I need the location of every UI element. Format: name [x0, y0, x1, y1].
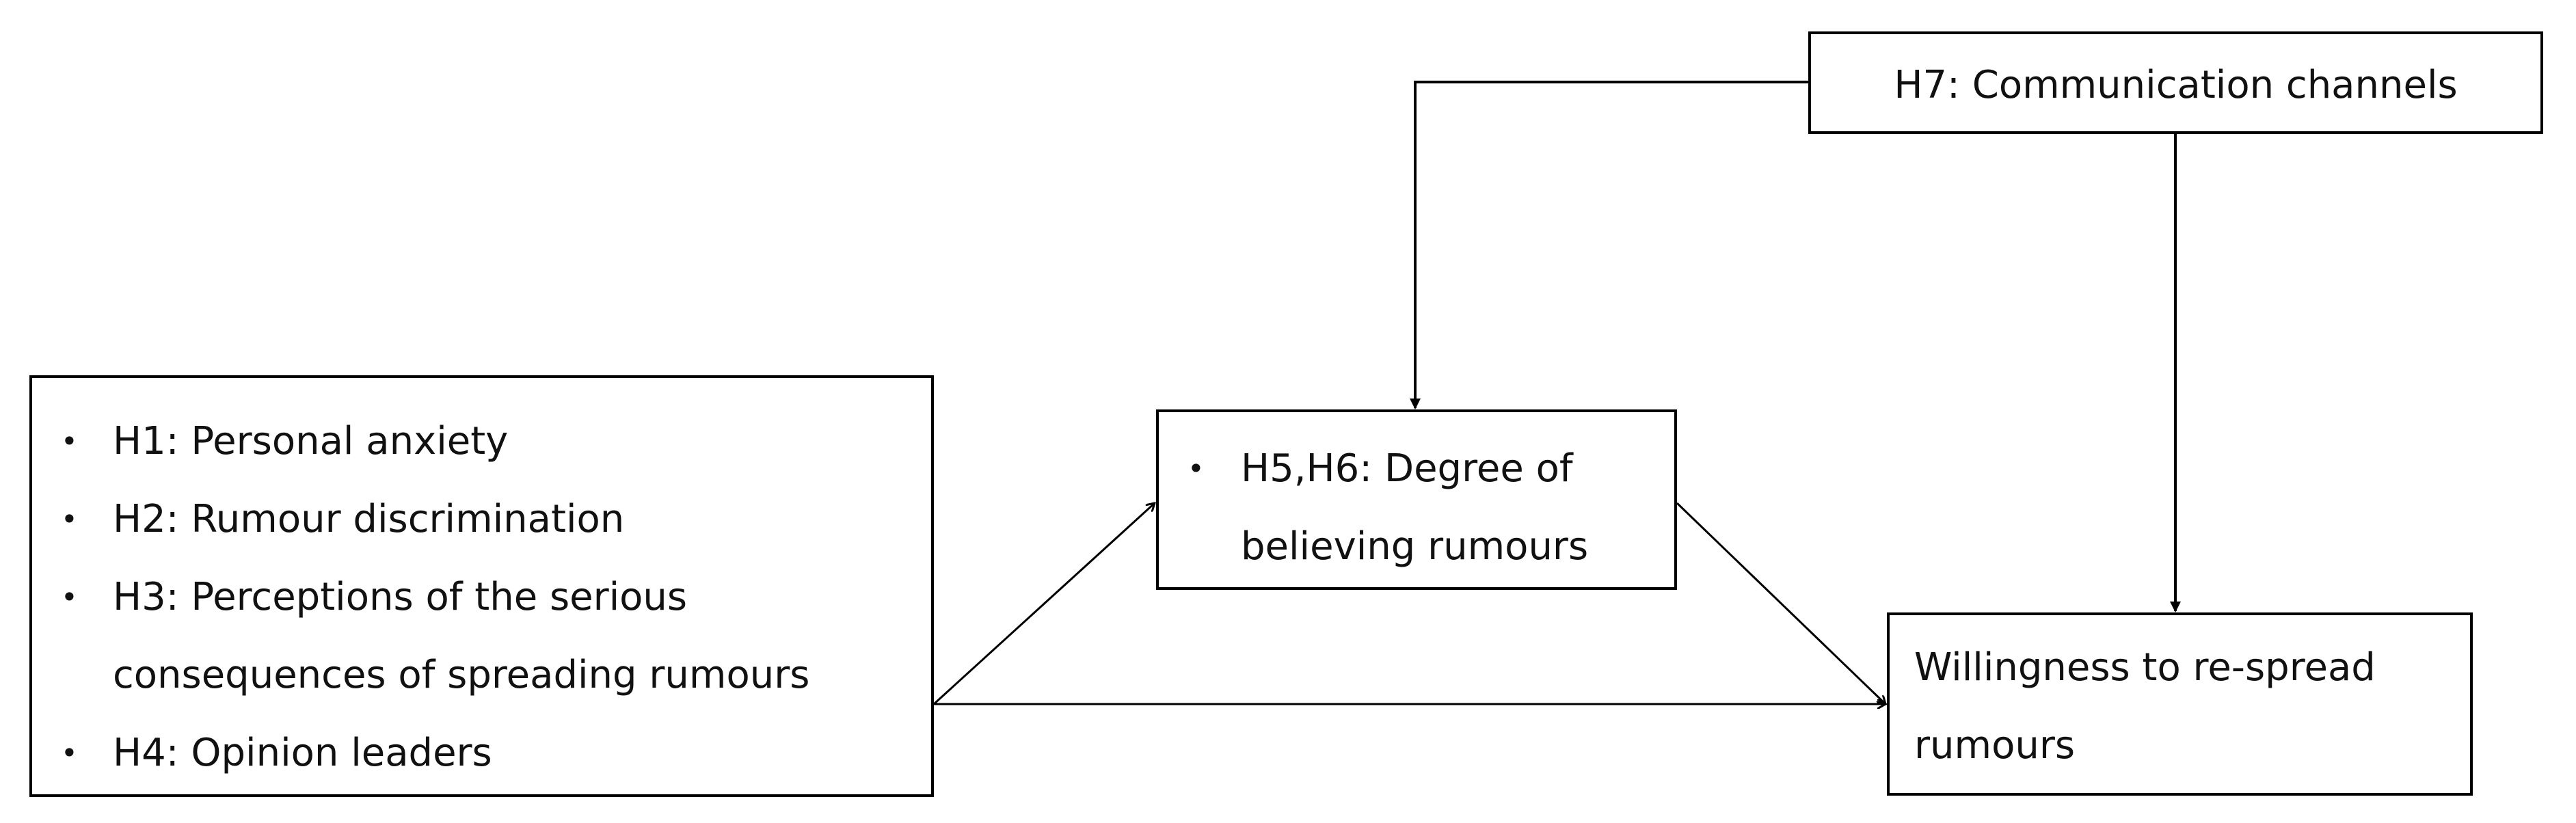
predictors-list: • H1: Personal anxiety • H2: Rumour disc…	[32, 403, 809, 792]
hypothesis-label: H3: Perceptions of the serious	[113, 575, 688, 619]
list-item: • H3: Perceptions of the serious	[32, 558, 809, 636]
hypothesis-label-continued: consequences of spreading rumours	[113, 653, 810, 697]
bullet-icon: •	[61, 424, 78, 458]
arrow-h7-to-belief	[1410, 81, 1808, 409]
hypothesis-label: H1: Personal anxiety	[113, 419, 509, 463]
arrow-predictors-to-belief	[933, 503, 1155, 705]
communication-channels-label: H7: Communication channels	[1894, 63, 2458, 107]
hypothesis-label-continued: believing rumours	[1241, 524, 1589, 569]
willingness-label-line-2: rumours	[1914, 723, 2076, 768]
hypothesis-label: H5,H6: Degree of	[1241, 446, 1573, 491]
bullet-icon: •	[61, 580, 78, 614]
hypothesis-label: H2: Rumour discrimination	[113, 497, 625, 541]
list-item: • H2: Rumour discrimination	[32, 481, 809, 558]
willingness-box: Willingness to re-spread rumours	[1887, 612, 2473, 796]
list-item: • H1: Personal anxiety	[32, 403, 809, 481]
willingness-label: Willingness to re-spread rumours	[1914, 629, 2461, 785]
list-item: • H4: Opinion leaders	[32, 714, 809, 792]
list-item: • H5,H6: Degree of	[1159, 430, 1588, 508]
bullet-icon: •	[61, 502, 78, 536]
belief-degree-box: • H5,H6: Degree of believing rumours	[1156, 409, 1677, 590]
belief-degree-list: • H5,H6: Degree of believing rumours	[1159, 430, 1588, 586]
hypothesis-label: H4: Opinion leaders	[113, 731, 492, 775]
predictors-box: • H1: Personal anxiety • H2: Rumour disc…	[29, 375, 934, 797]
arrow-belief-to-willingness	[1676, 502, 1886, 704]
bullet-icon: •	[1188, 452, 1205, 485]
willingness-label-line-1: Willingness to re-spread	[1914, 645, 2376, 690]
bullet-icon: •	[61, 736, 78, 770]
communication-channels-box: H7: Communication channels	[1808, 31, 2543, 134]
